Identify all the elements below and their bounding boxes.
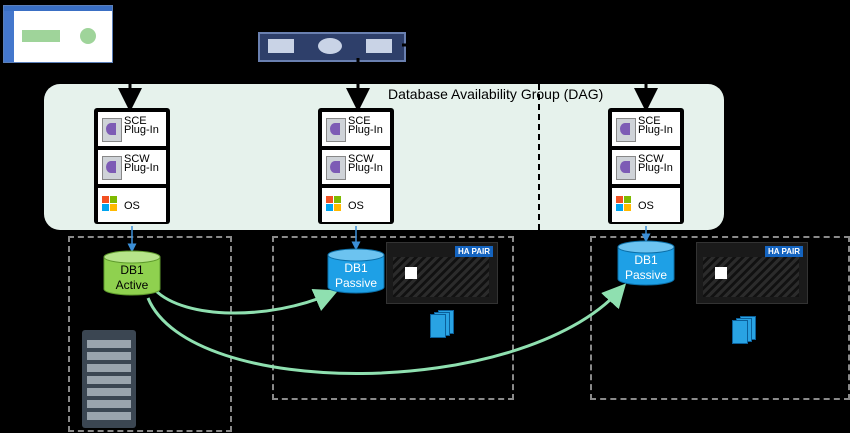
lb-to-server-3: [402, 43, 658, 112]
tile-label: SCW: [348, 153, 374, 165]
db-role: Active: [115, 278, 149, 292]
windows-logo-icon: [102, 196, 118, 212]
lb-to-server-1: [118, 43, 258, 112]
plugin-tile-sce: SCE Plug-In: [98, 112, 166, 146]
db-name: DB1: [120, 263, 144, 277]
plugin-tile-scw: SCW Plug-In: [98, 150, 166, 184]
os-tile: OS: [322, 188, 390, 222]
zone-site-3: [590, 236, 850, 400]
tile-label: OS: [124, 200, 140, 212]
netapp-logo-icon: [715, 267, 727, 279]
zone-site-2: [272, 236, 514, 400]
server-2: SCE Plug-In SCW Plug-In OS: [318, 108, 394, 224]
tile-sublabel: Plug-In: [348, 162, 383, 174]
scw-plugin-icon: [326, 156, 346, 180]
netapp-logo-icon: [405, 267, 417, 279]
tile-label: SCE: [348, 115, 371, 127]
database-db1-active: DB1 Active: [103, 250, 161, 296]
dag-title: Database Availability Group (DAG): [388, 86, 604, 102]
replication-arrow-site-2: [153, 288, 339, 315]
tile-label: OS: [638, 200, 654, 212]
os-tile: OS: [612, 188, 680, 222]
tile-sublabel: Plug-In: [124, 124, 159, 136]
database-cylinder-icon: [327, 248, 385, 294]
db-name: DB1: [344, 261, 368, 275]
ha-pair-badge: HA PAIR: [765, 246, 803, 257]
database-db1-passive-site-3: DB1 Passive: [617, 240, 675, 286]
database-db1-passive-site-2: DB1 Passive: [327, 248, 385, 294]
tile-label: SCW: [638, 153, 664, 165]
plugin-tile-sce: SCE Plug-In: [612, 112, 680, 146]
server-1: SCE Plug-In SCW Plug-In OS: [94, 108, 170, 224]
tile-label: OS: [348, 200, 364, 212]
storage-ha-pair-site-2: HA PAIR: [386, 242, 498, 304]
sce-plugin-icon: [326, 118, 346, 142]
db-name: DB1: [634, 253, 658, 267]
tile-sublabel: Plug-In: [348, 124, 383, 136]
storage-ha-pair-site-3: HA PAIR: [696, 242, 808, 304]
ha-pair-badge: HA PAIR: [455, 246, 493, 257]
db-role: Passive: [624, 268, 668, 282]
db-role: Passive: [334, 276, 378, 290]
scw-plugin-icon: [102, 156, 122, 180]
volume-stack-icon: [732, 316, 758, 344]
sce-plugin-icon: [102, 118, 122, 142]
scw-plugin-icon: [616, 156, 636, 180]
os-tile: OS: [98, 188, 166, 222]
plugin-tile-scw: SCW Plug-In: [322, 150, 390, 184]
load-balancer: [258, 32, 406, 62]
server-3: SCE Plug-In SCW Plug-In OS: [608, 108, 684, 224]
plugin-tile-sce: SCE Plug-In: [322, 112, 390, 146]
sce-plugin-icon: [616, 118, 636, 142]
storage-rack-icon: [82, 330, 136, 428]
tile-sublabel: Plug-In: [638, 162, 673, 174]
volume-stack-icon: [430, 310, 456, 338]
database-cylinder-icon: [617, 240, 675, 286]
replication-arrow-site-3: [146, 283, 627, 375]
tile-label: SCE: [124, 115, 147, 127]
tile-sublabel: Plug-In: [638, 124, 673, 136]
windows-logo-icon: [326, 196, 342, 212]
site-divider: [538, 84, 540, 230]
zone-site-1: [68, 236, 232, 432]
tile-label: SCE: [638, 115, 661, 127]
tile-sublabel: Plug-In: [124, 162, 159, 174]
plugin-tile-scw: SCW Plug-In: [612, 150, 680, 184]
windows-logo-icon: [616, 196, 632, 212]
dashboard-thumbnail: [3, 5, 113, 63]
tile-label: SCW: [124, 153, 150, 165]
database-cylinder-icon: [103, 250, 161, 296]
